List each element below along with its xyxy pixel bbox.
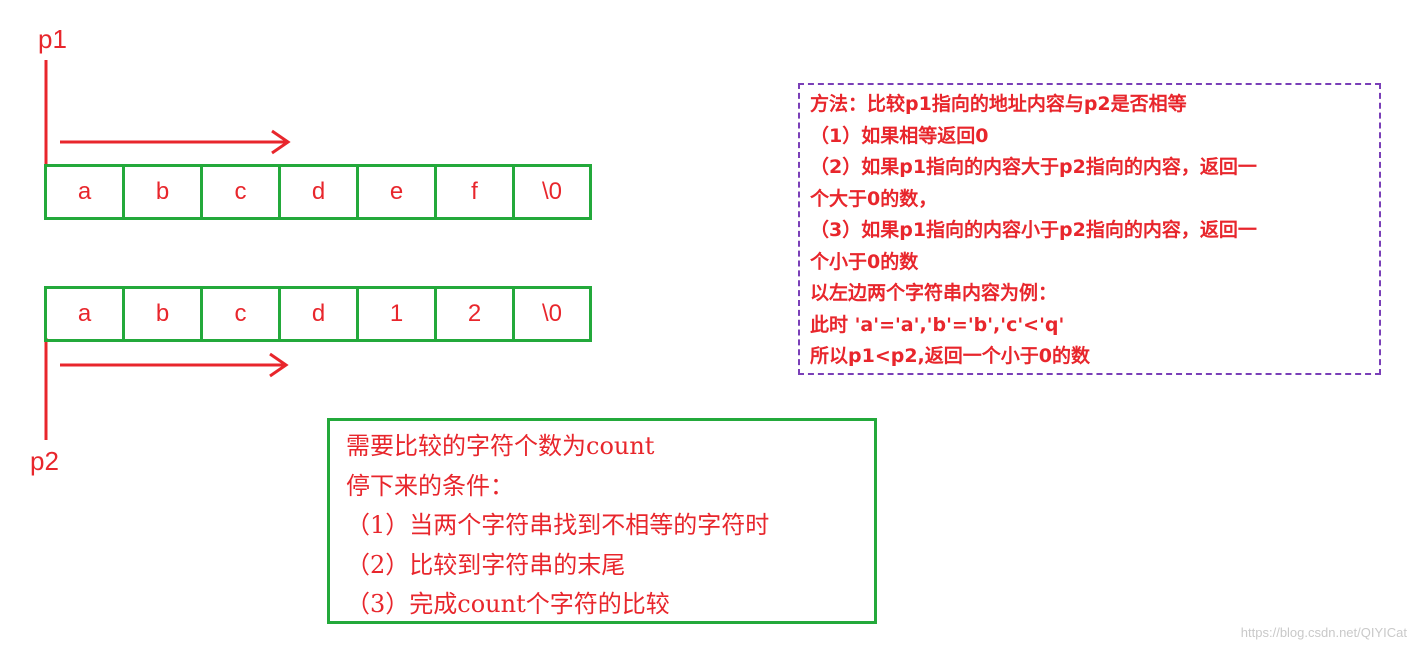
string1-cell: d bbox=[281, 167, 359, 217]
string2-cell: 1 bbox=[359, 289, 437, 339]
string1-cell: a bbox=[47, 167, 125, 217]
method-note-line: 个大于0的数， bbox=[810, 187, 938, 210]
p1-arrow-head bbox=[271, 129, 291, 155]
string2-cell: a bbox=[47, 289, 125, 339]
string1-cell: \0 bbox=[541, 178, 562, 205]
method-note-line: （1）如果相等返回0 bbox=[810, 124, 989, 147]
method-note-line: 所以p1<p2,返回一个小于0的数 bbox=[810, 345, 1091, 367]
string2-cell: c bbox=[203, 289, 281, 339]
string1-cell: e bbox=[359, 167, 437, 217]
method-note-line: （2）如果p1指向的内容大于p2指向的内容，返回一 bbox=[810, 156, 1257, 178]
method-note-box: 方法：比较p1指向的地址内容与p2是否相等 （1）如果相等返回0 （2）如果p1指向… bbox=[798, 83, 1381, 375]
string2-cell: \0 bbox=[541, 300, 562, 327]
method-note-line: 个小于0的数 bbox=[810, 250, 919, 273]
string2-cell: b bbox=[125, 289, 203, 339]
condition-note-line: （2）比较到字符串的末尾 bbox=[346, 550, 626, 579]
condition-note-line: （1）当两个字符串找到不相等的字符时 bbox=[346, 511, 770, 539]
p1-label: p1 bbox=[38, 24, 67, 54]
p2-arrow-head bbox=[269, 352, 289, 378]
method-note-line: 此时 'a'='a','b'='b','c'<'q' bbox=[810, 313, 1065, 336]
string1-cell: c bbox=[203, 167, 281, 217]
p2-label: p2 bbox=[30, 446, 59, 476]
condition-note-box: 需要比较的字符个数为count 停下来的条件： （1）当两个字符串找到不相等的字符时… bbox=[327, 418, 877, 624]
string2-cell: 2 bbox=[437, 289, 515, 339]
string1-cell: b bbox=[125, 167, 203, 217]
watermark: https://blog.csdn.net/QIYICat bbox=[1240, 625, 1407, 640]
method-note-line: （3）如果p1指向的内容小于p2指向的内容，返回一 bbox=[810, 219, 1257, 241]
condition-note-line: （3）完成count个字符的比较 bbox=[346, 590, 670, 618]
method-note-line: 方法：比较p1指向的地址内容与p2是否相等 bbox=[810, 93, 1187, 115]
method-note-line: 以左边两个字符串内容为例： bbox=[810, 282, 1058, 304]
string2-cell: d bbox=[281, 289, 359, 339]
condition-note-line: 需要比较的字符个数为count bbox=[346, 432, 655, 460]
condition-note-line: 停下来的条件： bbox=[346, 471, 514, 500]
string1-cell: f bbox=[437, 167, 515, 217]
